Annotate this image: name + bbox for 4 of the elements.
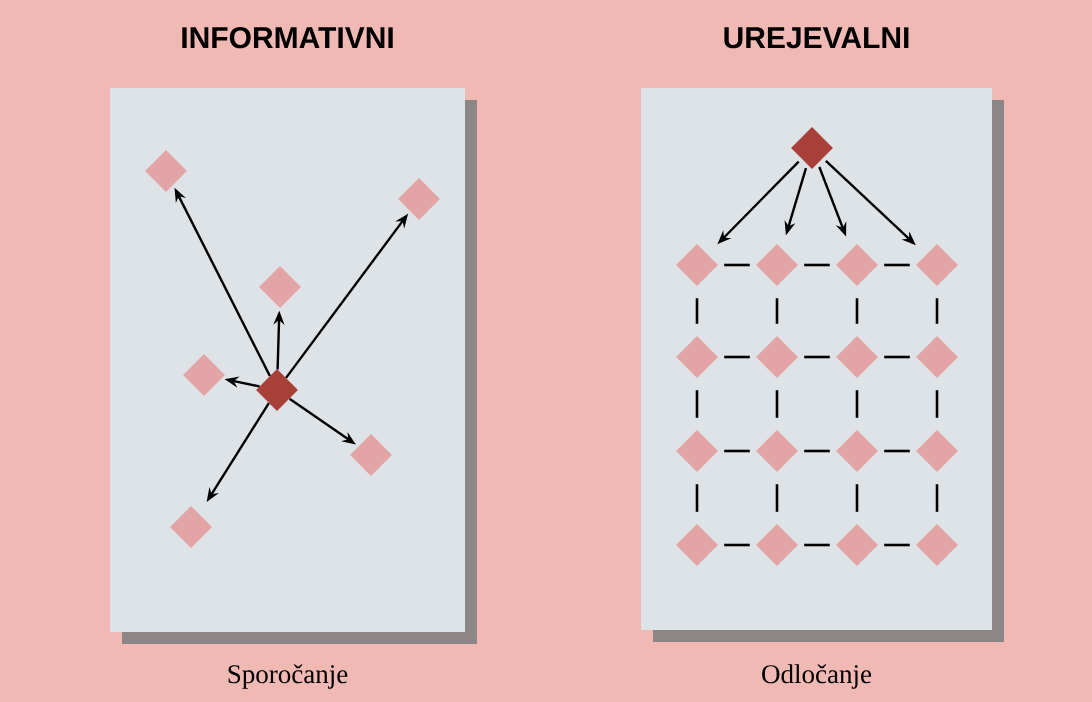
panel-caption: Odločanje	[762, 664, 872, 689]
panel-heading: UREJEVALNI	[724, 27, 909, 49]
panel-heading: INFORMATIVNI	[182, 27, 393, 49]
panel-caption: Sporočanje	[228, 664, 348, 689]
